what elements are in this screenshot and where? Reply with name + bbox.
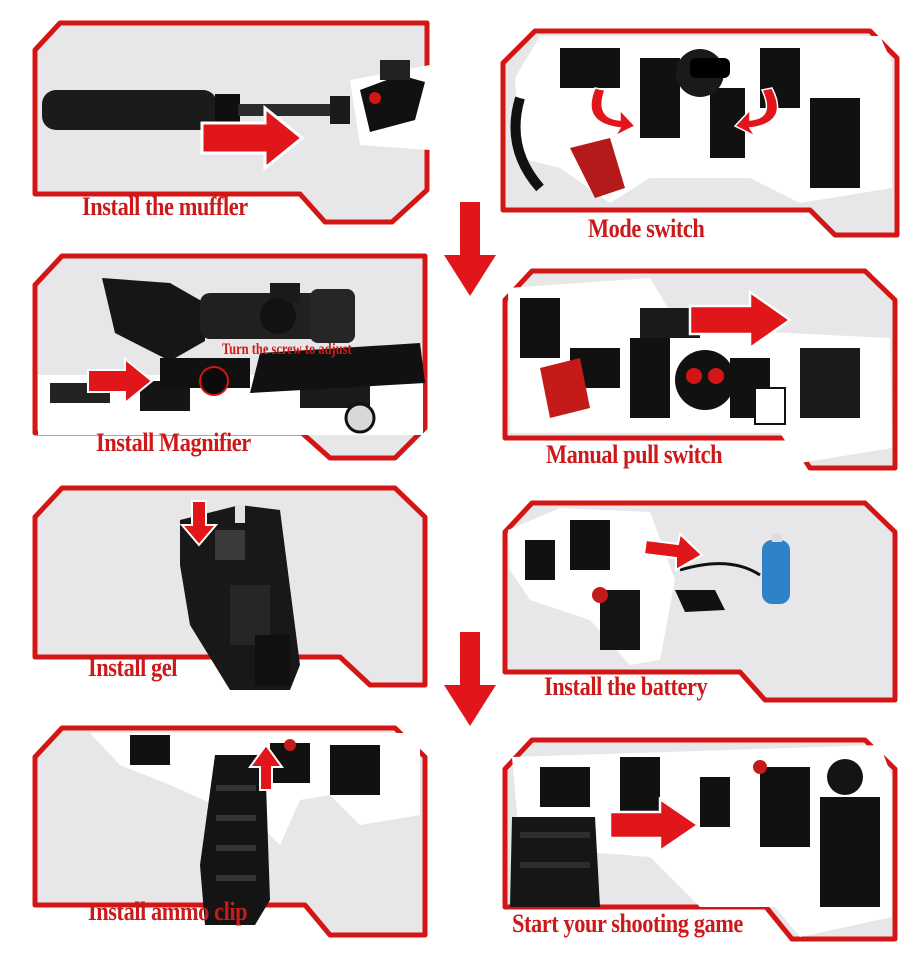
right-arrow [688, 289, 793, 351]
mode-switch-gun-illustration [510, 36, 892, 203]
step-caption: Manual pull switch [546, 440, 723, 469]
step-caption: Install ammo clip [88, 897, 248, 926]
gel-magazine-illustration [180, 505, 300, 690]
rotate-arrow-right [733, 87, 779, 138]
pull-switch-gun-illustration [508, 278, 892, 463]
down-arrow [444, 202, 496, 296]
step-panel-install-muffler: Install the muffler [30, 20, 430, 225]
step-caption: Install the muffler [82, 192, 248, 221]
down-arrow [444, 632, 496, 726]
rotate-arrow-left [590, 87, 637, 138]
down-arrow [179, 500, 219, 547]
battery-gun-illustration [508, 508, 790, 665]
step-panel-manual-pull-switch: Manual pull switch [500, 268, 900, 473]
right-arrow [200, 104, 305, 172]
step-caption: Start your shooting game [512, 909, 743, 938]
step-panel-install-battery: Install the battery [500, 500, 900, 705]
step-caption: Mode switch [588, 214, 705, 243]
step-panel-start-shooting-game: Start your shooting game [500, 737, 900, 945]
step-panel-install-ammo-clip: Install ammo clip [30, 725, 430, 940]
up-arrow [248, 743, 284, 791]
muffler-gun-illustration [42, 60, 430, 150]
right-arrow [87, 356, 154, 406]
complete-gun-illustration [510, 745, 892, 937]
step-panel-mode-switch: Mode switch [500, 28, 900, 248]
step-panel-install-gel: Install gel [30, 485, 430, 695]
step-caption: Install the battery [544, 672, 708, 701]
scope-gun-illustration [38, 278, 425, 435]
right-arrow [642, 532, 704, 572]
step-caption: Install Magnifier [96, 428, 251, 457]
adjust-screw-note: Turn the screw to adjust [222, 341, 352, 358]
step-panel-install-magnifier: Turn the screw to adjust Install Magnifi… [30, 253, 430, 463]
right-arrow [608, 796, 701, 854]
step-caption: Install gel [88, 653, 178, 682]
